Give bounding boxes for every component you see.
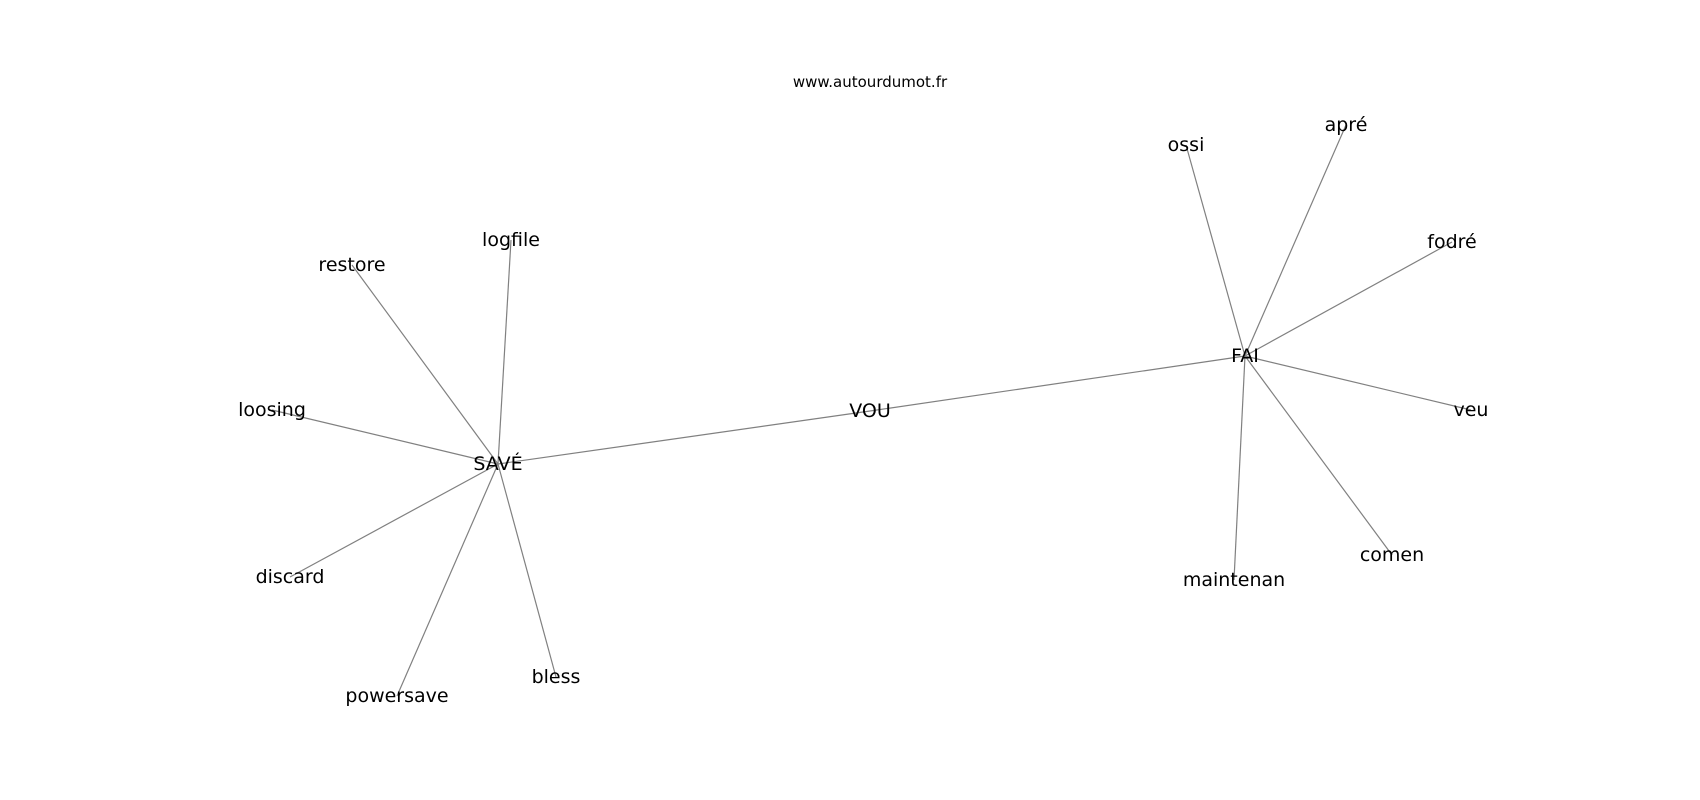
edges-layer bbox=[271, 124, 1472, 697]
node-powersave: powersave bbox=[345, 685, 448, 707]
node-bless: bless bbox=[532, 666, 581, 688]
edge-fai-ossi bbox=[1185, 144, 1246, 357]
nodes-layer: VOU SAVÉ FAI restore logfile loosing discard po… bbox=[238, 114, 1488, 707]
edge-fai-apre bbox=[1244, 124, 1347, 357]
edge-save-bless bbox=[497, 463, 557, 678]
edge-save-vou bbox=[497, 410, 871, 465]
edge-fai-veu bbox=[1244, 355, 1472, 411]
node-discard: discard bbox=[256, 566, 325, 588]
edge-fai-comen bbox=[1244, 355, 1393, 556]
edge-fai-fodre bbox=[1244, 241, 1453, 357]
node-logfile: logfile bbox=[482, 229, 540, 251]
node-vou: VOU bbox=[849, 400, 891, 422]
node-comen: comen bbox=[1360, 544, 1424, 566]
edge-save-restore bbox=[351, 264, 499, 465]
edge-save-discard bbox=[289, 463, 499, 578]
node-apre: apré bbox=[1325, 114, 1368, 136]
node-restore: restore bbox=[318, 254, 385, 276]
node-maintenan: maintenan bbox=[1183, 569, 1285, 591]
node-fodre: fodré bbox=[1427, 231, 1476, 253]
edge-save-powersave bbox=[396, 463, 499, 697]
site-label: www.autourdumot.fr bbox=[793, 73, 948, 91]
edge-save-loosing bbox=[271, 409, 499, 465]
node-fai: FAI bbox=[1231, 345, 1259, 367]
node-save: SAVÉ bbox=[473, 452, 522, 475]
edge-vou-fai bbox=[869, 355, 1246, 412]
edge-fai-maintenan bbox=[1233, 355, 1246, 581]
node-ossi: ossi bbox=[1168, 134, 1205, 156]
node-veu: veu bbox=[1454, 399, 1489, 421]
node-loosing: loosing bbox=[238, 399, 306, 421]
edge-save-logfile bbox=[497, 239, 512, 465]
